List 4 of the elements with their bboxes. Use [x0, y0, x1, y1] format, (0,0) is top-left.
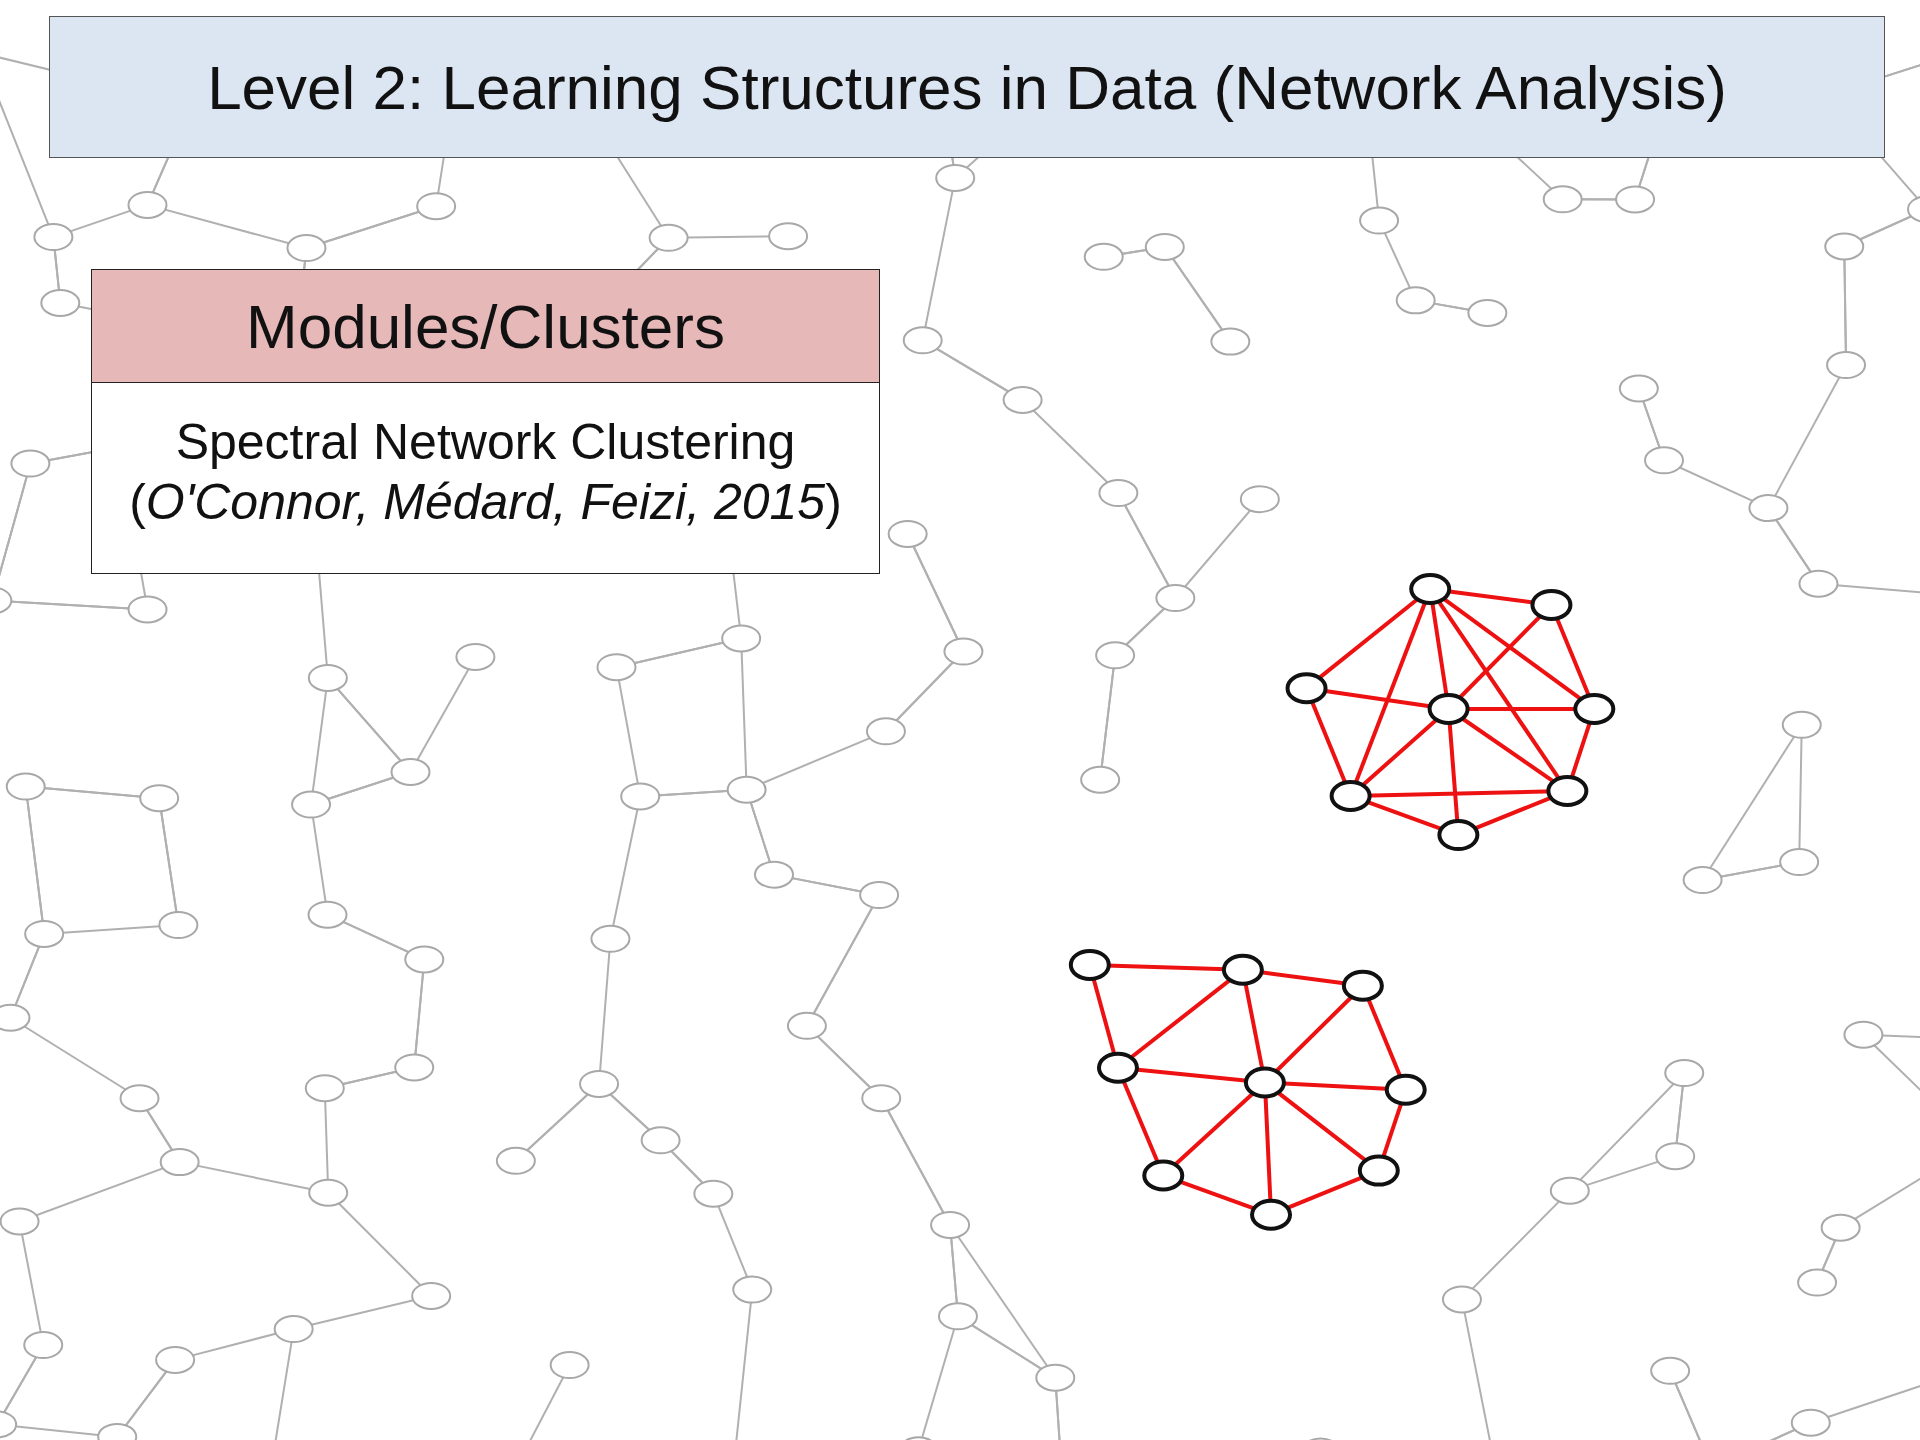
title-banner: Level 2: Learning Structures in Data (Network Analysis)	[49, 16, 1885, 158]
method-citation: Spectral Network Clustering (O'Connor, Médard, Feizi, 2015)	[128, 413, 843, 532]
card-heading: Modules/Clusters	[92, 270, 879, 383]
method-card	[91, 269, 880, 574]
